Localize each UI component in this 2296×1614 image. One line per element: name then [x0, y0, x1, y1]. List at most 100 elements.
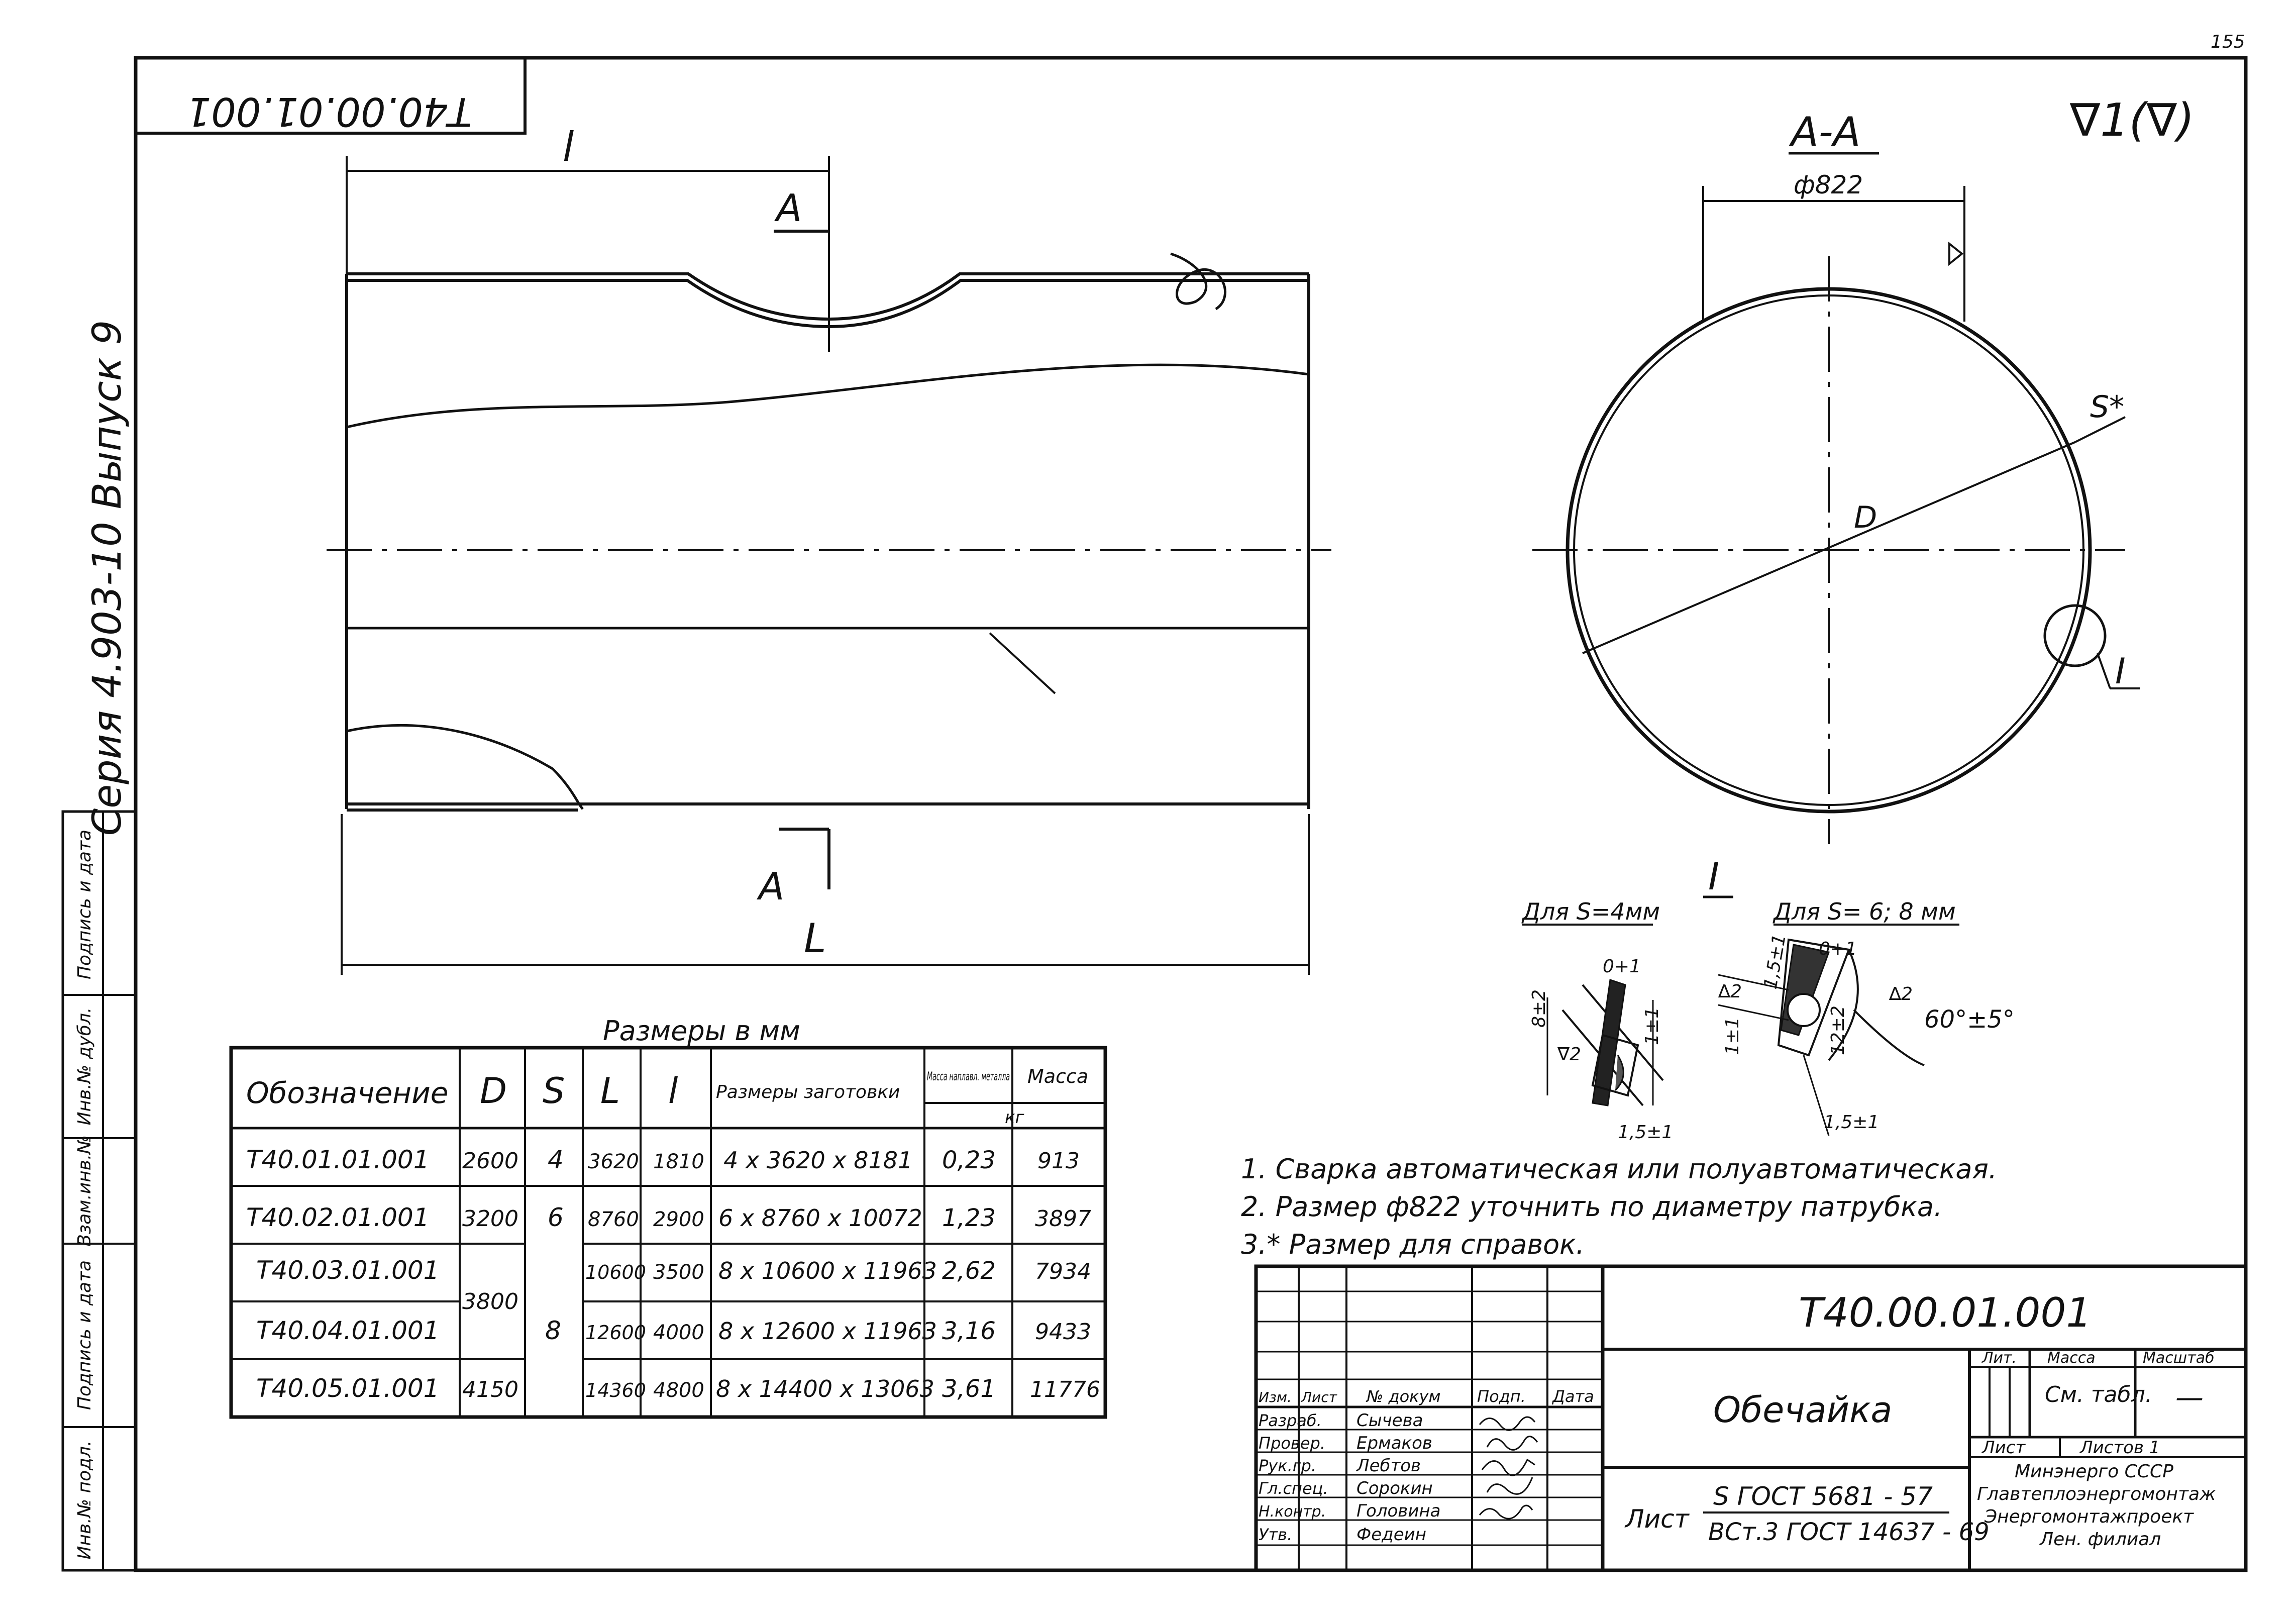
- tb-material-1: S ГОСТ 5681 - 57: [1713, 1482, 1933, 1511]
- section-dim-S: S*: [2090, 389, 2124, 425]
- tb-mass-value: См. табл.: [2045, 1382, 2152, 1407]
- th-S: S: [543, 1070, 565, 1112]
- section-dia-822: ф822: [1794, 170, 1863, 199]
- tb-mass-label: Масса: [2047, 1349, 2096, 1367]
- cell-designation: Т40.01.01.001: [246, 1145, 430, 1174]
- tb-name-4: Сорокин: [1356, 1478, 1433, 1498]
- detail-right-dim-2: 0+1: [1819, 939, 1857, 959]
- tb-org-4: Лен. филиал: [2039, 1529, 2161, 1550]
- dim-L-bottom: L: [804, 915, 826, 962]
- detail-left-dim-5: ∇2: [1557, 1044, 1581, 1065]
- top-stamp: Т40.00.01.001: [134, 56, 527, 135]
- tb-col-sign: Подп.: [1477, 1387, 1526, 1406]
- tb-col-izm: Изм.: [1259, 1389, 1292, 1405]
- cell-mass-weld: 2,62: [942, 1257, 996, 1285]
- th-D: D: [480, 1070, 507, 1112]
- cell-l: 3500: [653, 1261, 704, 1284]
- table-row: Т40.03.01.001 3800 8 10600 3500 8 х 1060…: [256, 1256, 1091, 1345]
- cell-mass-weld: 1,23: [942, 1204, 996, 1232]
- cell-blank: 8 х 10600 х 11963: [718, 1257, 937, 1284]
- dim-l-top: l: [563, 124, 574, 170]
- signatures: [1479, 1416, 1538, 1520]
- tb-role-4: Гл.спец.: [1259, 1479, 1328, 1498]
- cell-mass: 7934: [1035, 1259, 1091, 1284]
- th-blank: Размеры заготовки: [716, 1082, 900, 1102]
- section-dim-D: D: [1854, 500, 1877, 535]
- tb-role-5: Н.контр.: [1259, 1503, 1326, 1521]
- tb-org-1: Минэнерго СССР: [2015, 1461, 2173, 1482]
- cell-mass-weld: 0,23: [942, 1146, 996, 1174]
- note-2: 2. Размер ф822 уточнить по диаметру патр…: [1241, 1191, 1942, 1223]
- cell-blank: 6 х 8760 х 10072: [718, 1204, 922, 1232]
- table-caption: Размеры в мм: [603, 1015, 800, 1047]
- series-label: Серия 4.903-10 Выпуск 9: [85, 320, 130, 836]
- cell-mass-weld: 3,61: [942, 1375, 996, 1403]
- margin-field-2: Инв.№ дубл.: [74, 1007, 95, 1126]
- cell-mass-weld: 3,16: [942, 1317, 996, 1345]
- tb-role-1: Разраб.: [1259, 1411, 1322, 1430]
- detail-label-4mm: Для S=4мм: [1521, 898, 1660, 925]
- section-a-top-label: А: [774, 186, 802, 230]
- cell-mass: 3897: [1035, 1206, 1091, 1232]
- cell-D: 3800: [462, 1289, 518, 1315]
- cell-L: 14360: [585, 1379, 646, 1401]
- tb-name-5: Головина: [1356, 1501, 1440, 1521]
- detail-left-dim-3: 1±1: [1642, 1007, 1662, 1045]
- cell-l: 1810: [653, 1150, 704, 1173]
- cell-S: 4: [548, 1145, 564, 1174]
- th-unit: кг: [1005, 1107, 1025, 1128]
- table-row: Т40.01.01.001 2600 4 3620 1810 4 х 3620 …: [246, 1145, 1080, 1174]
- tb-lit-label: Лит.: [1981, 1349, 2017, 1367]
- table-row: Т40.04.01.001 12600 4000 8 х 12600 х 119…: [256, 1316, 1091, 1345]
- tb-material-2: ВСт.3 ГОСТ 14637 - 69: [1708, 1518, 1990, 1546]
- detail-left-dim-1: 0+1: [1603, 956, 1641, 977]
- detail-title: I: [1708, 854, 1719, 898]
- detail-right-dim-5: ∆2: [1889, 984, 1913, 1004]
- tb-col-doc: № докум: [1366, 1387, 1441, 1406]
- tb-sheets-label: Листов 1: [2079, 1438, 2160, 1458]
- th-designation: Обозначение: [246, 1076, 448, 1110]
- cell-L: 10600: [585, 1261, 646, 1283]
- front-view: l А А L: [327, 124, 1331, 975]
- tb-role-2: Провер.: [1259, 1434, 1325, 1453]
- cell-designation: Т40.04.01.001: [256, 1316, 440, 1345]
- top-stamp-text: Т40.00.01.001: [186, 88, 472, 134]
- margin-field-1: Подпись и дата: [74, 830, 95, 979]
- detail-label-6-8mm: Для S= 6; 8 мм: [1772, 898, 1956, 925]
- cell-S: 6: [548, 1203, 564, 1232]
- cell-designation: Т40.02.01.001: [246, 1203, 430, 1232]
- margin-field-4: Подпись и дата: [74, 1260, 95, 1410]
- tb-scale-value: —: [2175, 1381, 2204, 1414]
- cell-l: 4800: [653, 1379, 704, 1402]
- detail-right-dim-4: 12±2: [1828, 1005, 1848, 1055]
- cell-l: 2900: [653, 1208, 704, 1231]
- tb-org-3: Энергомонтажпроект: [1984, 1506, 2194, 1527]
- cell-L: 8760: [588, 1208, 639, 1231]
- tb-org-2: Главтеплоэнергомонтаж: [1977, 1484, 2216, 1504]
- section-title: А-А: [1789, 109, 1860, 155]
- roughness-mark: ∇1(∇): [2069, 94, 2195, 147]
- detail-right-dim-6: 60°±5°: [1924, 1005, 2015, 1034]
- cell-blank: 8 х 14400 х 13063: [716, 1375, 934, 1402]
- tb-name-3: Лебтов: [1355, 1456, 1421, 1476]
- detail-right-dim-8: ∆2: [1718, 981, 1742, 1002]
- note-3: 3.* Размер для справок.: [1241, 1229, 1585, 1260]
- dimension-table: Размеры в мм Обозначение D S L l Размеры…: [229, 1015, 1107, 1419]
- detail-left-dim-4: 1,5±1: [1618, 1122, 1673, 1143]
- th-l: l: [668, 1070, 678, 1112]
- tb-name-2: Ермаков: [1356, 1433, 1432, 1453]
- tb-scale-label: Масштаб: [2143, 1349, 2215, 1367]
- detail-right-dim-3: 1±1: [1722, 1017, 1743, 1055]
- cell-L: 3620: [588, 1150, 639, 1173]
- tb-material-prefix: Лист: [1624, 1504, 1690, 1534]
- notes: 1. Сварка автоматическая или полуавтомат…: [1241, 1153, 1997, 1260]
- note-1: 1. Сварка автоматическая или полуавтомат…: [1241, 1153, 1997, 1185]
- cell-mass: 11776: [1030, 1377, 1100, 1402]
- tb-col-list: Лист: [1301, 1389, 1337, 1405]
- cell-blank: 4 х 3620 х 8181: [723, 1147, 912, 1174]
- th-mass: Масса: [1027, 1065, 1088, 1087]
- th-L: L: [600, 1070, 620, 1112]
- cell-mass: 9433: [1035, 1319, 1091, 1345]
- th-mass-weld: Масса наплавл. металла: [927, 1069, 1010, 1083]
- table-row: Т40.02.01.001 3200 6 8760 2900 6 х 8760 …: [246, 1203, 1091, 1232]
